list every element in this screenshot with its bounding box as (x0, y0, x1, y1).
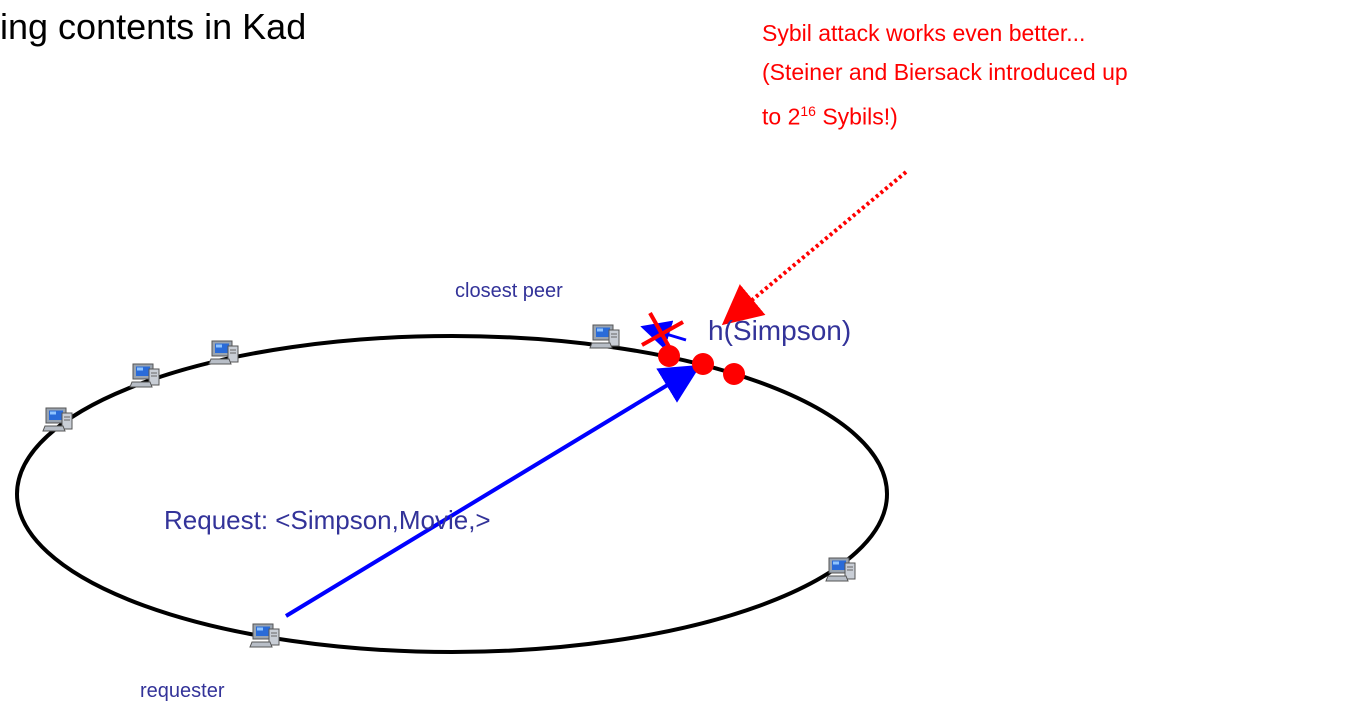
kad-ring (15, 334, 889, 654)
request-label: Request: <Simpson,Movie,> (164, 505, 491, 535)
sybil-pointer-arrow (721, 170, 908, 326)
computer-icon (129, 363, 160, 388)
closest-peer-label: closest peer (455, 280, 563, 302)
annotation-line-3-suffix: Sybils!) (815, 103, 898, 130)
annotation-exponent: 16 (800, 103, 816, 119)
sybil-node (692, 353, 714, 375)
computer-icon (825, 557, 856, 582)
computer-icon (249, 623, 280, 648)
slide-title: ing contents in Kad (0, 6, 307, 47)
computer-icon (42, 407, 73, 432)
hash-key-label: h(Simpson) (708, 315, 852, 346)
computer-icon (589, 324, 620, 349)
sybil-annotation: Sybil attack works even better... (Stein… (762, 14, 1128, 137)
requester-label: requester (140, 680, 225, 702)
cross-mark (641, 312, 684, 353)
annotation-line-1: Sybil attack works even better... (762, 20, 1086, 46)
computer-icon (208, 340, 239, 365)
annotation-line-3: to 216 Sybils!) (762, 92, 1128, 137)
annotation-line-3-prefix: to 2 (762, 103, 801, 130)
annotation-line-2: (Steiner and Biersack introduced up (762, 59, 1128, 85)
sybil-node (658, 345, 680, 367)
blocked-arrow (640, 320, 687, 350)
sybil-node (723, 363, 745, 385)
request-arrow (284, 364, 701, 618)
